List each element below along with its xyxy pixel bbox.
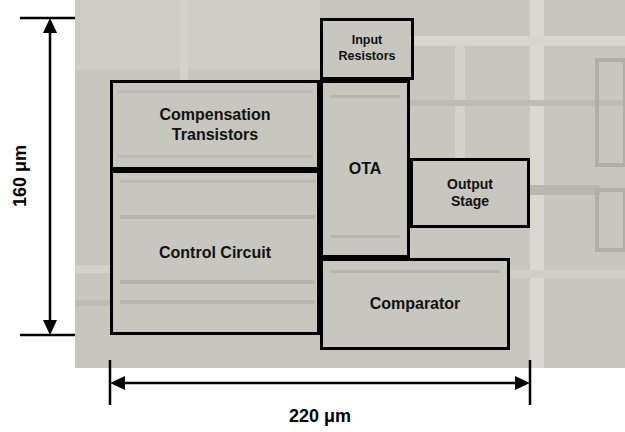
- extension-line: [109, 360, 112, 405]
- transistor-row: [120, 180, 315, 183]
- dimension-line: [49, 30, 52, 323]
- metal-trace: [530, 0, 544, 368]
- metal-trace: [75, 300, 110, 306]
- transistor-row: [120, 300, 315, 304]
- metal-trace: [410, 100, 625, 106]
- metal-trace: [75, 265, 110, 273]
- arrow-head: [110, 376, 125, 390]
- ota-trace: [330, 95, 400, 98]
- arrow-head: [43, 18, 57, 33]
- circuit-block: Compensation Transistors: [110, 80, 320, 170]
- extension-line: [20, 334, 75, 337]
- metal-trace: [410, 36, 625, 46]
- pad-outline: [597, 60, 625, 165]
- metal-trace: [180, 0, 188, 80]
- metal-trace: [510, 270, 625, 278]
- circuit-block: Input Resistors: [320, 18, 414, 80]
- block-label: Control Circuit: [159, 243, 271, 263]
- block-label: Input Resistors: [327, 33, 407, 64]
- circuit-block: Control Circuit: [110, 170, 320, 335]
- die-background: [75, 0, 625, 368]
- dimension-label: 220 μm: [289, 406, 351, 427]
- metal-trace: [530, 185, 600, 195]
- transistor-row: [118, 155, 313, 158]
- block-label: Output Stage: [434, 176, 506, 211]
- arrow-head: [43, 320, 57, 335]
- pad-outline: [597, 190, 625, 250]
- circuit-block: Output Stage: [410, 158, 530, 228]
- extension-line: [529, 360, 532, 405]
- arrow-head: [515, 376, 530, 390]
- block-label: OTA: [349, 159, 382, 179]
- comparator-trace: [330, 270, 500, 273]
- ota-trace: [330, 235, 400, 238]
- block-label: Comparator: [370, 294, 461, 314]
- die-region: [75, 0, 320, 70]
- block-label: Compensation Transistors: [130, 105, 300, 145]
- extension-line: [20, 17, 75, 20]
- transistor-row: [118, 90, 313, 93]
- circuit-block: OTA: [320, 80, 410, 258]
- transistor-row: [120, 215, 315, 219]
- dimension-label: 160 μm: [10, 145, 31, 207]
- transistor-row: [120, 280, 315, 284]
- dimension-line: [122, 382, 518, 385]
- circuit-block: Comparator: [320, 258, 510, 350]
